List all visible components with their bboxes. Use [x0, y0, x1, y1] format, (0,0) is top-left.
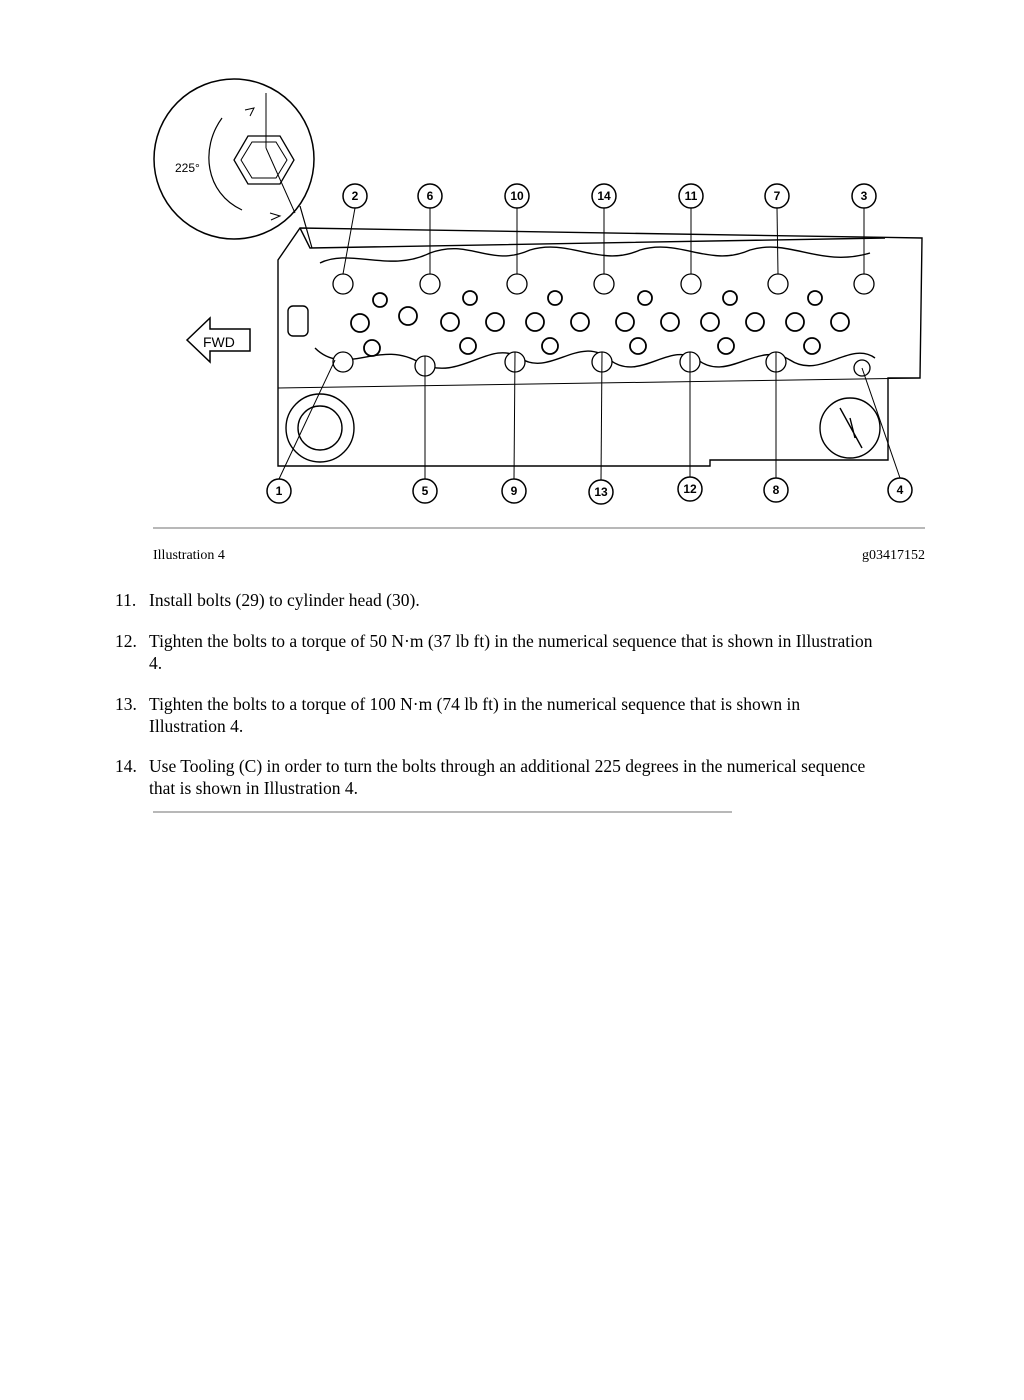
step-number: 13. [115, 694, 137, 714]
step-13: 13. Tighten the bolts to a torque of 100… [115, 693, 875, 737]
callout-14: 14 [597, 189, 611, 203]
figure-id: g03417152 [862, 548, 925, 563]
callout-8: 8 [773, 483, 780, 497]
cylinder-head-outline [277, 227, 923, 467]
callout-10: 10 [510, 189, 524, 203]
callout-5: 5 [422, 484, 429, 498]
magnifier-inset [153, 78, 315, 249]
bolt-heads [332, 273, 875, 377]
callout-1: 1 [276, 484, 283, 498]
step-number: 14. [115, 756, 137, 776]
step-12: 12. Tighten the bolts to a torque of 50 … [115, 630, 875, 674]
callout-4: 4 [897, 483, 904, 497]
rotation-angle-label: 225° [175, 161, 200, 175]
step-number: 12. [115, 631, 137, 651]
step-number: 11. [115, 590, 137, 610]
callout-3: 3 [861, 189, 868, 203]
callout-11: 11 [685, 189, 698, 203]
step-text: Tighten the bolts to a torque of 50 N·m … [149, 631, 873, 673]
caption-divider [153, 527, 925, 529]
callout-2: 2 [352, 189, 359, 203]
section-end-divider [153, 811, 732, 813]
callout-13: 13 [594, 485, 608, 499]
step-text: Tighten the bolts to a torque of 100 N·m… [149, 694, 801, 736]
cylinder-head-illustration: 225° FWD 1 [153, 78, 923, 505]
step-text: Use Tooling (C) in order to turn the bol… [149, 756, 866, 798]
fwd-arrow-icon: FWD [185, 316, 251, 364]
callout-6: 6 [427, 189, 434, 203]
figure-caption: Illustration 4 [153, 548, 225, 563]
callout-9: 9 [511, 484, 518, 498]
callout-7: 7 [774, 189, 781, 203]
step-14: 14. Use Tooling (C) in order to turn the… [115, 755, 875, 799]
callout-12: 12 [683, 482, 697, 496]
fwd-label: FWD [203, 334, 235, 350]
step-11: 11. Install bolts (29) to cylinder head … [115, 589, 875, 611]
step-text: Install bolts (29) to cylinder head (30)… [149, 590, 420, 610]
